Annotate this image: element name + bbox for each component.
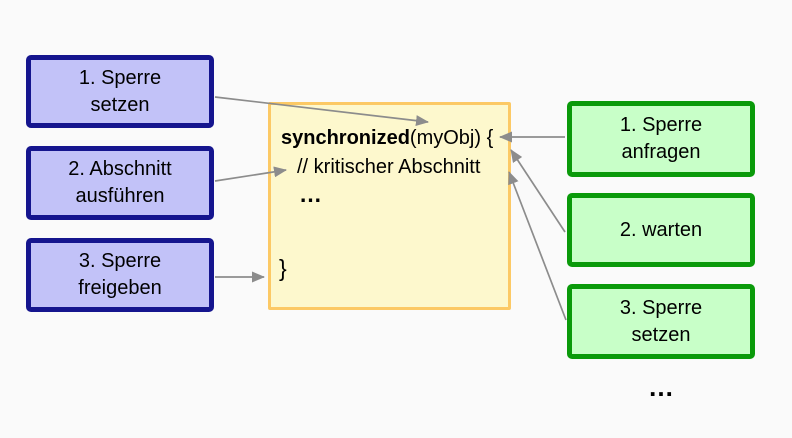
right-step-3-line2: setzen (631, 323, 691, 346)
right-step-2-box: 2. warten (567, 193, 755, 267)
code-line-closing-brace: } (279, 255, 287, 281)
right-step-1-box: 1. Sperre anfragen (567, 101, 755, 177)
left-step-3-line1: 3. Sperre (78, 250, 162, 272)
right-step-1-line1: 1. Sperre (619, 114, 703, 136)
left-step-1-box: 1. Sperre setzen (26, 55, 214, 128)
right-step-3-line1: 3. Sperre (619, 296, 703, 319)
code-line-synchronized: synchronized(myObj) { (281, 127, 493, 150)
code-keyword: synchronized (281, 127, 410, 149)
right-step-2-line1: 2. warten (619, 218, 703, 241)
left-step-2-box: 2. Abschnitt ausführen (26, 146, 214, 220)
left-step-2-line2: ausführen (75, 185, 165, 207)
arrow-right-step2-to-code (510, 149, 566, 233)
left-step-1-line1: 1. Sperre (78, 66, 162, 89)
synchronized-code-box: synchronized(myObj) { // kritischer Absc… (268, 102, 511, 310)
right-step-3-box: 3. Sperre setzen (567, 284, 755, 359)
right-column-ellipsis: … (648, 372, 676, 402)
code-signature: (myObj) { (409, 127, 494, 149)
left-step-2-line1: 2. Abschnitt (68, 158, 172, 180)
left-step-1-line2: setzen (90, 93, 150, 116)
arrow-right-step3-to-code (508, 171, 567, 321)
code-line-ellipsis: … (299, 181, 323, 207)
right-step-1-line2: anfragen (621, 141, 701, 163)
left-step-3-line2: freigeben (78, 277, 162, 299)
code-line-comment: // kritischer Abschnitt (297, 156, 481, 178)
left-step-3-box: 3. Sperre freigeben (26, 238, 214, 312)
